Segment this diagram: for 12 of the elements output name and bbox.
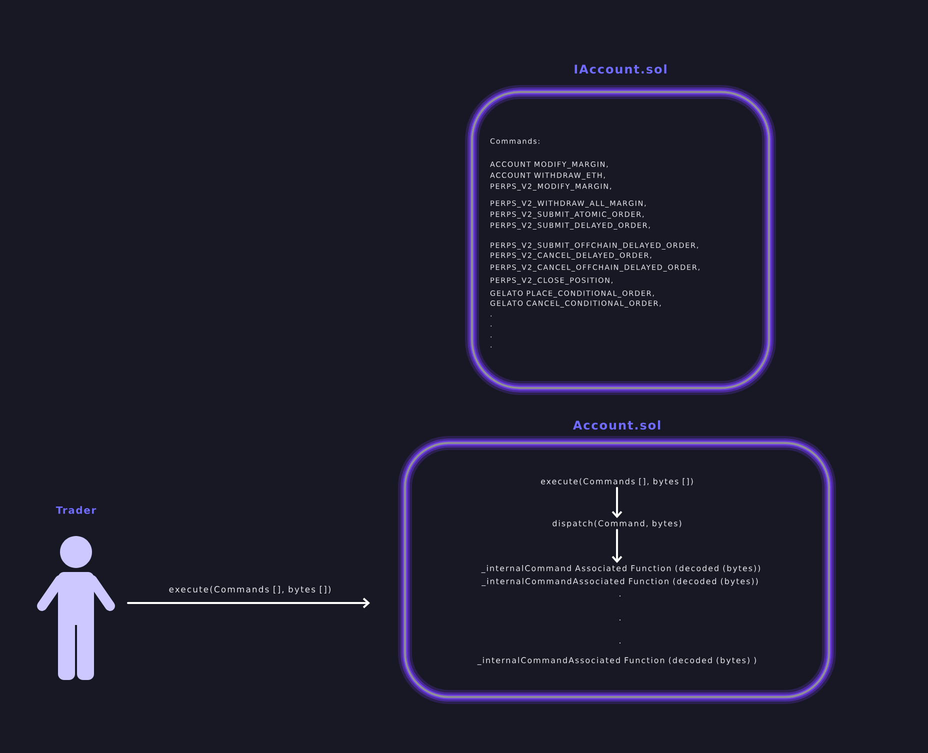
function-call: dispatch(Command, bytes) bbox=[552, 520, 682, 528]
arrow bbox=[612, 486, 622, 518]
code-line: _internalCommandAssociated Function (decoded (bytes) ) bbox=[477, 657, 756, 665]
function-call: _internalCommand Associated Function (decoded (bytes)) bbox=[481, 565, 760, 573]
box-title: Account.sol bbox=[572, 420, 660, 430]
edge-label: execute(Commands [], bytes []) bbox=[168, 584, 332, 596]
function-call: execute(Commands [], bytes []) bbox=[541, 478, 693, 486]
arrow bbox=[612, 528, 622, 564]
arrow bbox=[127, 598, 370, 608]
actor-label: Trader bbox=[56, 506, 96, 514]
box-title: IAccount.sol bbox=[574, 64, 666, 74]
code-line: _internalCommandAssociated Function (decoded (bytes)) bbox=[482, 578, 758, 586]
